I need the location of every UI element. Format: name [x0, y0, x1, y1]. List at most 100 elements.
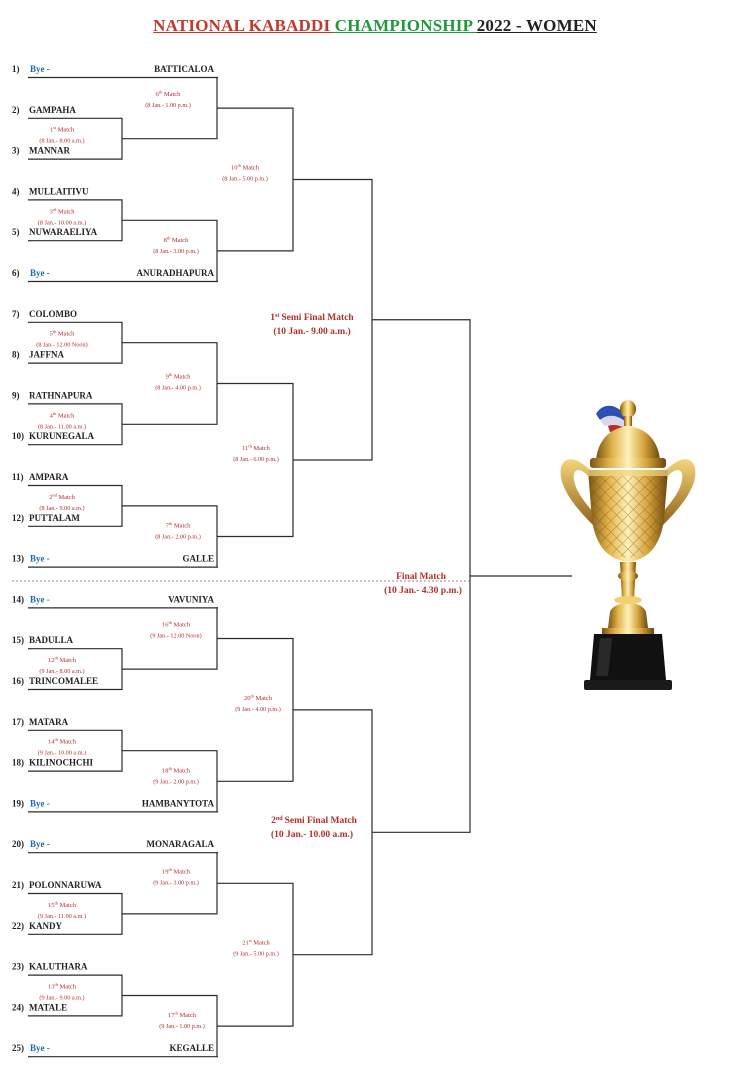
team-row: 5)NUWARAELIYA — [12, 227, 98, 237]
team-list: 1)Bye -BATTICALOA2)GAMPAHA3)MANNAR4)MULL… — [12, 64, 215, 1053]
bye-label: Bye - — [30, 1043, 50, 1053]
team-name: MATARA — [29, 717, 69, 727]
match-date: (9 Jan.- 3.00 p.m.) — [153, 879, 199, 886]
round2-connector — [122, 994, 218, 1057]
match-ordinal: th — [54, 656, 58, 661]
match-ordinal: th — [53, 411, 57, 416]
team-row: 4)MULLAITIVU — [12, 186, 89, 196]
team-row: 8) JAFFNA — [12, 350, 64, 360]
match-date: (8 Jan.- 11.00 a.m.) — [38, 423, 86, 430]
match-date: (8 Jan.- 9.00 a.m.) — [39, 505, 84, 512]
team-row: 22) KANDY — [12, 921, 62, 931]
team-number: 17) — [12, 717, 24, 727]
match-date: (9 Jan.- 8.00 a.m.) — [39, 668, 84, 675]
match-word: Match — [174, 374, 191, 381]
team-row: 14)Bye -VAVUNIYA — [12, 594, 214, 604]
team-number: 23) — [12, 962, 24, 972]
team-name: TRINCOMALEE — [29, 676, 98, 686]
team-row: 3)MANNAR — [12, 146, 70, 156]
match-ordinal: th — [168, 766, 172, 771]
match-word: Match — [59, 657, 76, 664]
match-ordinal: st — [53, 125, 57, 130]
team-number: 2) — [12, 105, 20, 115]
match-word: Match — [164, 91, 181, 98]
team-number: 19) — [12, 798, 24, 808]
team-number: 16) — [12, 676, 24, 686]
team-name: KALUTHARA — [29, 962, 88, 972]
match-word: Match — [174, 523, 191, 530]
final-match-label: Final Match (10 Jan.- 4.30 p.m.) — [384, 572, 462, 596]
match-number: 10 — [231, 165, 238, 172]
match-date: (9 Jan.- 4.00 p.m.) — [235, 706, 281, 713]
team-row: 2) GAMPAHA — [12, 105, 76, 115]
team-name: HAMBANYTOTA — [142, 798, 215, 808]
round2-connector — [122, 219, 218, 282]
match-number: 12 — [48, 657, 55, 664]
team-row: 11)AMPARA — [12, 472, 69, 482]
team-name: GAMPAHA — [29, 105, 76, 115]
title-part-national-kabaddi: NATIONAL KABADDI — [153, 16, 335, 35]
team-name: GALLE — [182, 554, 214, 564]
team-number: 18) — [12, 758, 24, 768]
match-date: (8 Jan.- 3.00 p.m.) — [153, 248, 199, 255]
match-ordinal: th — [168, 620, 172, 625]
title-part-championship: CHAMPIONSHIP — [334, 16, 477, 35]
team-number: 22) — [12, 921, 24, 931]
round2-connector — [122, 750, 218, 812]
match-ordinal: th — [169, 372, 173, 377]
match-date: (8 Jan.- 10.00 a.m.) — [38, 219, 86, 226]
match-date: (9 Jan.- 11.00 a.m.) — [38, 913, 86, 920]
team-name: KILINOCHCHI — [29, 758, 94, 768]
semi-2-title: Semi Final Match — [285, 816, 358, 826]
match-date: (9 Jan.- 10.00 a.m.) — [38, 750, 86, 757]
team-number: 12) — [12, 513, 24, 523]
match-word: Match — [59, 902, 76, 909]
match-ordinal: th — [248, 444, 252, 449]
bye-label: Bye - — [30, 798, 50, 808]
team-name: KANDY — [29, 921, 62, 931]
semi-2-number: 2 — [271, 816, 276, 826]
team-number: 5) — [12, 227, 20, 237]
match-number: 3 — [49, 208, 52, 215]
match-date: (9 Jan.- 12.00 Noon) — [150, 633, 201, 640]
team-name: POLONNARUWA — [29, 880, 102, 890]
team-name: JAFFNA — [29, 350, 64, 360]
match-word: Match — [58, 208, 75, 215]
round2-connector — [122, 505, 218, 568]
team-number: 11) — [12, 472, 24, 482]
match-date: (8 Jan.- 4.00 p.m.) — [155, 385, 201, 392]
team-number: 8) — [12, 350, 20, 360]
team-name: RATHNAPURA — [29, 390, 93, 400]
match-date: (9 Jan.- 2.00 p.m.) — [153, 778, 199, 785]
semi-2-ordinal: nd — [276, 816, 283, 822]
match-date: (8 Jan.- 6.00 p.m.) — [233, 456, 279, 463]
team-name: BATTICALOA — [154, 64, 214, 74]
semi-1-title: Semi Final Match — [281, 313, 354, 323]
match-number: 8 — [164, 237, 167, 244]
match-number: 17 — [168, 1012, 175, 1019]
team-name: KURUNEGALA — [29, 431, 95, 441]
